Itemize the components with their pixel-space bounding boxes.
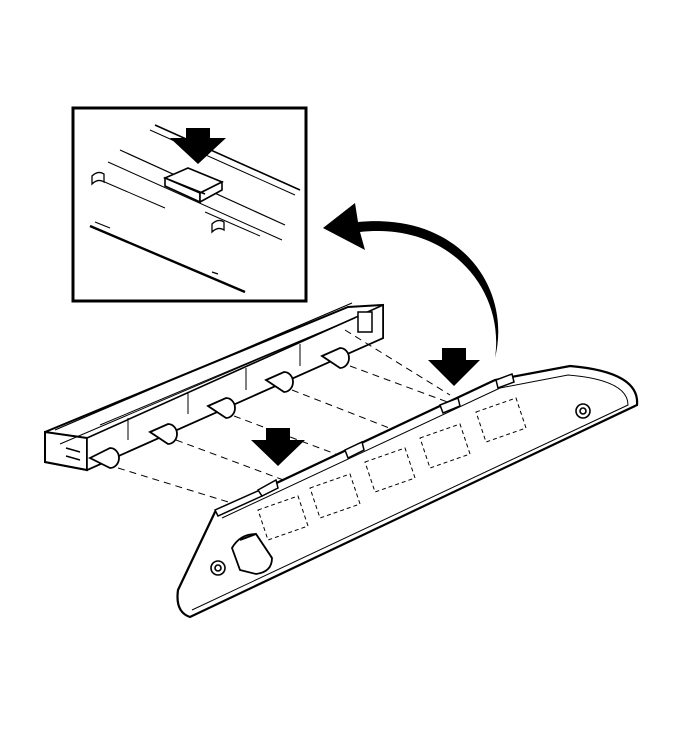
mounting-holes <box>210 403 591 576</box>
inset-small-tabs <box>91 171 225 275</box>
connector-knob <box>231 532 273 575</box>
curved-arrow-icon <box>323 203 499 358</box>
bulbs <box>87 347 350 469</box>
inset-clip-tab <box>162 167 224 204</box>
housing-sockets <box>257 397 527 541</box>
bulb-holder <box>44 302 384 472</box>
down-arrow-icon <box>428 348 480 386</box>
down-arrow-icon <box>170 128 226 164</box>
inset-detail <box>71 106 308 303</box>
lamp-housing <box>176 364 639 619</box>
down-arrow-icon <box>251 428 305 466</box>
